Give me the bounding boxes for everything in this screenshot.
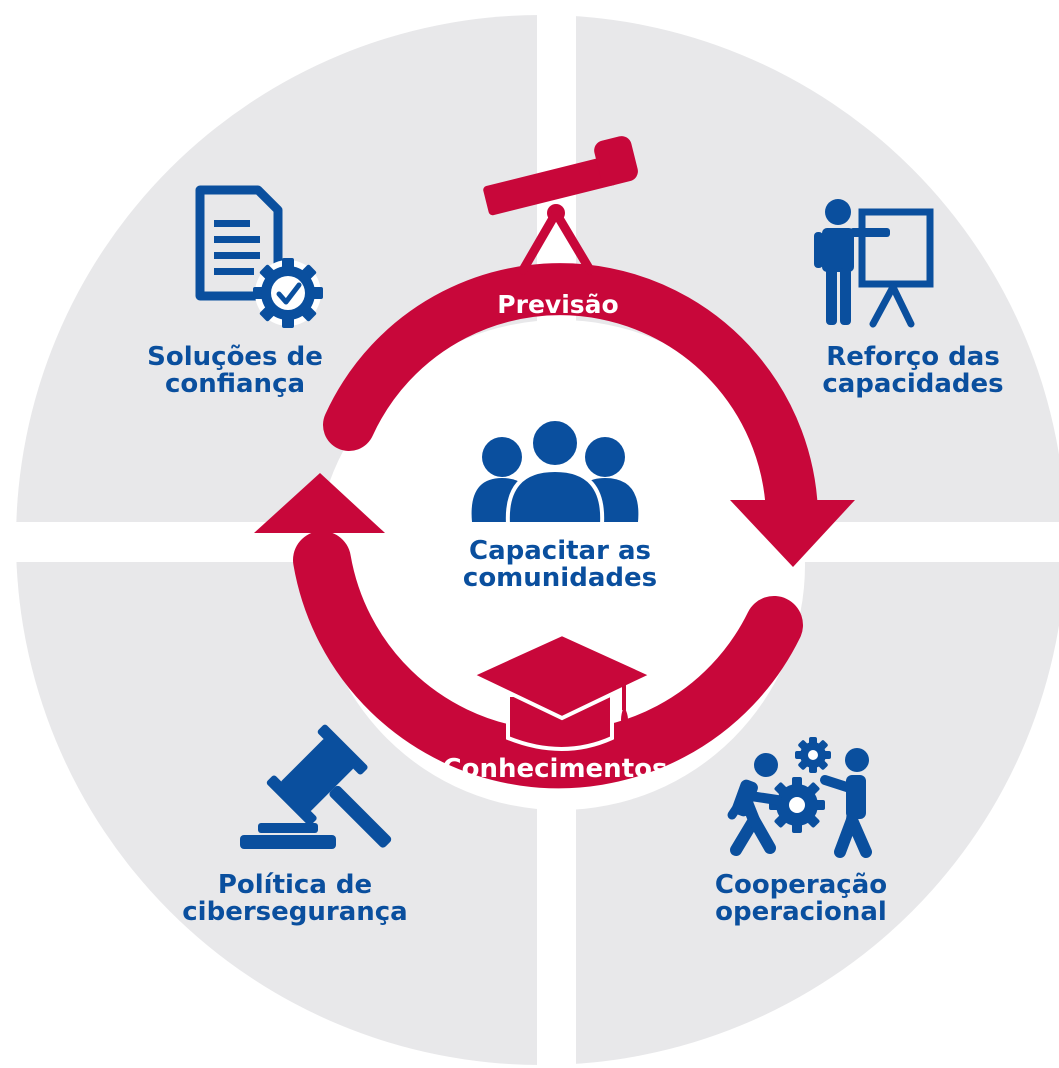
graduation-cap-icon: [467, 631, 657, 751]
top-arrow-arc: [323, 263, 818, 539]
bottom-arrow-head: [254, 473, 385, 533]
quadrant-label-solucoes: Soluções de confiança: [120, 342, 350, 400]
presenter-board-icon: [814, 199, 934, 328]
quadrant-label-cooperacao-line2: operacional: [715, 897, 887, 928]
quadrant-label-politica: Política de cibersegurança: [150, 870, 440, 928]
quadrant-label-solucoes-line2: confiança: [164, 369, 306, 400]
quadrant-label-politica-line1: Política de: [217, 870, 373, 900]
center-label-line2: comunidades: [462, 563, 658, 594]
top-arrow-head: [730, 500, 855, 567]
center-disc: [315, 320, 805, 810]
document-gear-icon: [195, 185, 323, 328]
cycle-label-conhecimentos: Conhecimentos: [442, 754, 668, 784]
teamwork-gears-icon: [727, 737, 872, 858]
telescope-icon: [483, 136, 638, 275]
people-group-icon: [471, 417, 639, 526]
gavel-icon: [240, 724, 392, 849]
center-label-line1: Capacitar as: [469, 536, 651, 566]
quadrant-label-solucoes-line1: Soluções de: [147, 342, 323, 372]
cycle-arrows: [254, 263, 855, 789]
quadrant-label-politica-line2: cibersegurança: [182, 897, 408, 928]
bottom-arrow-arc: [293, 531, 803, 789]
quadrant-label-reforco-line2: capacidades: [822, 369, 1004, 400]
quadrant-label-cooperacao-line1: Cooperação: [714, 870, 888, 900]
quadrant-label-reforco: Reforço das capacidades: [798, 342, 1028, 400]
center-label: Capacitar as comunidades: [440, 536, 680, 594]
quadrant-label-cooperacao: Cooperação operacional: [686, 870, 916, 928]
quadrant-label-reforco-line1: Reforço das: [826, 342, 1000, 372]
cycle-label-previsao: Previsão: [497, 290, 619, 319]
